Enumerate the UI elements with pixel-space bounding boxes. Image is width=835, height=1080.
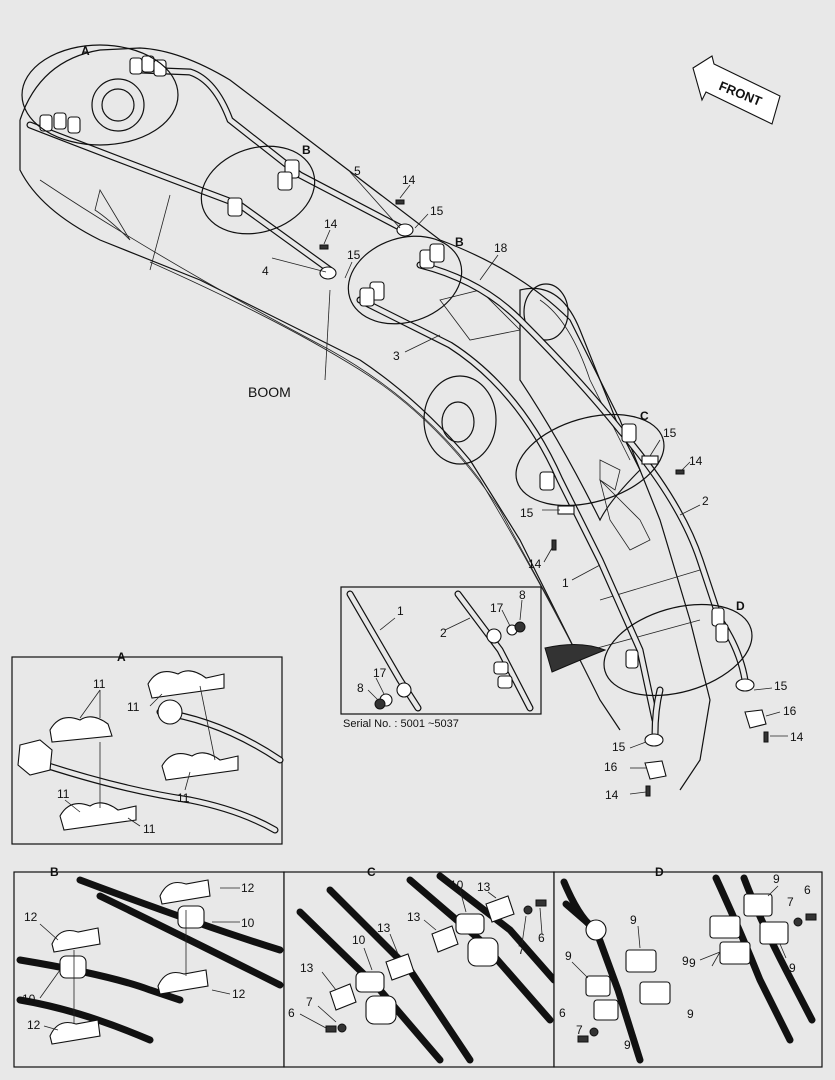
serial-callout-8-upper: 8 bbox=[519, 588, 526, 602]
panel-c-callout-7-a: 7 bbox=[306, 995, 313, 1009]
front-arrow bbox=[692, 55, 781, 125]
panel-c-callout-6-a: 6 bbox=[288, 1006, 295, 1020]
panel-d-callout-9-e: 9 bbox=[682, 954, 689, 968]
panel-c-callout-10-b: 10 bbox=[450, 878, 464, 892]
panel-b-callout-10-right: 10 bbox=[241, 916, 255, 930]
panel-d-callout-7-a: 7 bbox=[576, 1023, 583, 1037]
callout-15-mid: 15 bbox=[347, 248, 361, 262]
panel-d-title: D bbox=[655, 865, 664, 879]
callout-1: 1 bbox=[562, 576, 569, 590]
panel-c-title: C bbox=[367, 865, 376, 879]
panel-d-box bbox=[553, 871, 823, 1068]
callout-16-d-left: 16 bbox=[604, 760, 618, 774]
panel-c-callout-10-a: 10 bbox=[352, 933, 366, 947]
panel-a-callout-11-bottom: 11 bbox=[143, 822, 156, 836]
callout-4: 4 bbox=[262, 264, 269, 278]
detail-circles bbox=[21, 44, 753, 697]
callout-15-d-right: 15 bbox=[774, 679, 788, 693]
serial-callout-1: 1 bbox=[397, 604, 404, 618]
callout-a: A bbox=[81, 44, 90, 58]
panel-c-callout-6-b: 6 bbox=[538, 931, 545, 945]
callout-5: 5 bbox=[354, 164, 361, 178]
panel-b-title: B bbox=[50, 865, 59, 879]
panel-a-callout-11-right: 11 bbox=[177, 791, 190, 805]
callout-14-mid: 14 bbox=[324, 217, 338, 231]
panel-c-callout-13-b: 13 bbox=[377, 921, 391, 935]
callout-15-upper: 15 bbox=[430, 204, 444, 218]
panel-b-callout-12-top: 12 bbox=[241, 881, 255, 895]
panel-a-callout-11-mid: 11 bbox=[127, 700, 140, 714]
callout-16-d-right: 16 bbox=[783, 704, 797, 718]
leader-lines bbox=[271, 171, 788, 795]
callout-c: C bbox=[640, 409, 649, 423]
panel-a-callout-11-top: 11 bbox=[93, 677, 106, 691]
panel-c-box bbox=[283, 871, 558, 1068]
callout-15-c-right: 15 bbox=[663, 426, 677, 440]
callout-15-d-left: 15 bbox=[612, 740, 626, 754]
callout-18: 18 bbox=[494, 241, 508, 255]
panel-b-callout-10-left: 10 bbox=[22, 992, 36, 1006]
callout-14-c-right: 14 bbox=[689, 454, 703, 468]
panel-d-callout-9-a: 9 bbox=[565, 949, 572, 963]
panel-d-callout-6-b: 6 bbox=[804, 883, 811, 897]
boom-body bbox=[19, 47, 711, 791]
callout-d: D bbox=[736, 599, 745, 613]
pipes bbox=[26, 66, 749, 739]
panel-d-callout-9-f: 9 bbox=[773, 872, 780, 886]
serial-note: Serial No. : 5001 ~5037 bbox=[343, 718, 459, 730]
panel-a-callout-11-left: 11 bbox=[57, 787, 70, 801]
panel-a-title: A bbox=[117, 650, 126, 664]
panel-d-callout-9-g: 9 bbox=[689, 956, 696, 970]
panel-d-callout-9-c: 9 bbox=[624, 1038, 631, 1052]
serial-callout-17-upper: 17 bbox=[490, 601, 504, 615]
callout-14-d-left: 14 bbox=[605, 788, 619, 802]
callout-2: 2 bbox=[702, 494, 709, 508]
serial-callout-8-lower: 8 bbox=[357, 681, 364, 695]
serial-callout-2: 2 bbox=[440, 626, 447, 640]
serial-callout-17-lower: 17 bbox=[373, 666, 387, 680]
callout-3: 3 bbox=[393, 349, 400, 363]
callout-14-c-left: 14 bbox=[528, 557, 542, 571]
panel-d-callout-9-h: 9 bbox=[789, 961, 796, 975]
panel-a-box bbox=[11, 656, 284, 845]
panel-b-box bbox=[13, 871, 285, 1068]
callout-14-upper: 14 bbox=[402, 173, 416, 187]
panel-d-callout-9-b: 9 bbox=[630, 913, 637, 927]
panel-d-callout-9-d: 9 bbox=[687, 1007, 694, 1021]
boom-label: BOOM bbox=[248, 384, 291, 400]
panel-b-callout-12-right: 12 bbox=[232, 987, 246, 1001]
callout-b-lower: B bbox=[455, 235, 464, 249]
serial-detail-box bbox=[340, 586, 607, 715]
callout-14-d-right: 14 bbox=[790, 730, 804, 744]
panel-c-callout-13-d: 13 bbox=[407, 910, 421, 924]
callout-15-c-left: 15 bbox=[520, 506, 534, 520]
panel-c-callout-13-c: 13 bbox=[477, 880, 491, 894]
panel-b-callout-12-left: 12 bbox=[24, 910, 38, 924]
panel-d-callout-7-b: 7 bbox=[787, 895, 794, 909]
callout-b-upper: B bbox=[302, 143, 311, 157]
panel-c-callout-13-a: 13 bbox=[300, 961, 314, 975]
panel-c-callout-7-b: 7 bbox=[518, 943, 525, 957]
panel-d-callout-6-a: 6 bbox=[559, 1006, 566, 1020]
panel-b-callout-12-bottom: 12 bbox=[27, 1018, 41, 1032]
